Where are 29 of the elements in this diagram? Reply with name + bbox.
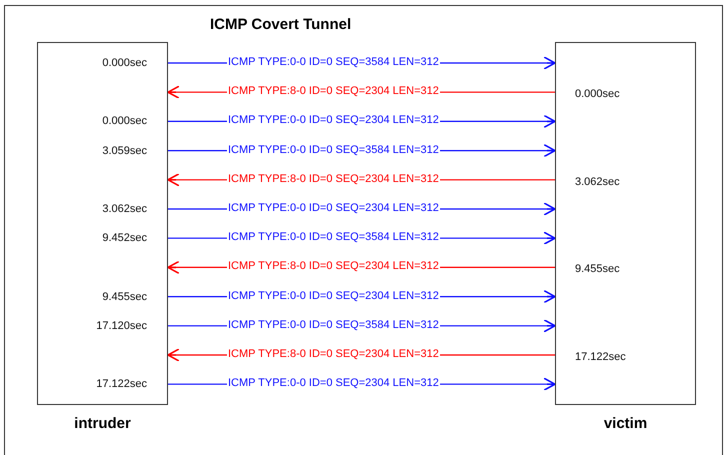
edge-label: ICMP TYPE:0-0 ID=0 SEQ=2304 LEN=312	[227, 114, 440, 128]
timestamp: 0.000sec	[102, 57, 147, 70]
host-name: intruder	[73, 415, 132, 432]
edge-label: ICMP TYPE:0-0 ID=0 SEQ=3584 LEN=312	[227, 231, 440, 244]
diagram-title: ICMP Covert Tunnel	[210, 16, 352, 33]
edge-label: ICMP TYPE:0-0 ID=0 SEQ=3584 LEN=312	[227, 56, 440, 69]
edge-label: ICMP TYPE:0-0 ID=0 SEQ=2304 LEN=312	[227, 202, 440, 215]
timestamp: 9.455sec	[102, 290, 147, 304]
timestamp: 3.059sec	[102, 144, 147, 158]
timestamp: 17.122sec	[96, 378, 147, 392]
host-box	[37, 42, 168, 405]
timestamp: 9.455sec	[575, 263, 620, 276]
edge-label: ICMP TYPE:0-0 ID=0 SEQ=3584 LEN=312	[227, 144, 440, 157]
edge-label: ICMP TYPE:8-0 ID=0 SEQ=2304 LEN=312	[227, 348, 440, 361]
timestamp: 17.120sec	[96, 320, 147, 333]
host-box	[555, 42, 696, 405]
timestamp: 17.122sec	[575, 351, 626, 364]
edge-label: ICMP TYPE:0-0 ID=0 SEQ=3584 LEN=312	[227, 318, 440, 332]
edge-label: ICMP TYPE:8-0 ID=0 SEQ=2304 LEN=312	[227, 85, 440, 98]
timestamp: 9.452sec	[102, 232, 147, 246]
host-name: victim	[602, 415, 648, 432]
timestamp: 3.062sec	[102, 203, 147, 216]
timestamp: 0.000sec	[102, 115, 147, 128]
edge-label: ICMP TYPE:8-0 ID=0 SEQ=2304 LEN=312	[227, 172, 440, 186]
edge-label: ICMP TYPE:8-0 ID=0 SEQ=2304 LEN=312	[227, 260, 440, 274]
edge-label: ICMP TYPE:0-0 ID=0 SEQ=2304 LEN=312	[227, 290, 440, 303]
edge-label: ICMP TYPE:0-0 ID=0 SEQ=2304 LEN=312	[227, 377, 440, 390]
timestamp: 0.000sec	[575, 88, 620, 102]
timestamp: 3.062sec	[575, 176, 620, 189]
